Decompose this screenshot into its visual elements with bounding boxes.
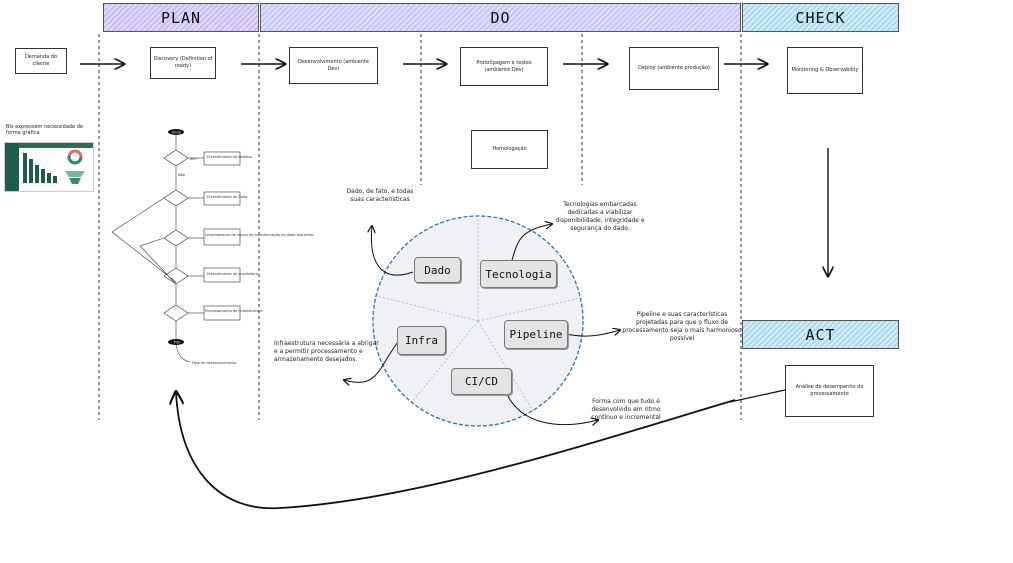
note-pipeline: Pipeline e suas características projetad… <box>622 311 742 342</box>
prototipagem-box[interactable]: Prototipagem e testes (ambiente Dev) <box>460 47 548 86</box>
act-connector <box>729 389 786 403</box>
note-tecnologia: Tecnologias embarcadas dedicadas a viabi… <box>555 201 645 232</box>
dashboard-chart-icon <box>5 143 93 191</box>
note-infra: Infraestrutura necessária a abrigar e a … <box>274 340 379 363</box>
feedback-arrow <box>176 392 736 510</box>
process-arrows <box>80 64 828 276</box>
note-cicd: Forma com que tudo é desenvolvido em rit… <box>591 398 661 421</box>
segment-tecnologia[interactable]: Tecnologia <box>480 260 557 288</box>
homologacao-box[interactable]: Homologação <box>471 130 548 169</box>
act-header: ACT <box>742 320 899 349</box>
note-dado: Dado, de fato, e todas suas característi… <box>346 188 414 203</box>
circle-dividers <box>376 216 581 412</box>
segment-dado[interactable]: Dado <box>414 257 461 283</box>
segment-infra[interactable]: Infra <box>397 326 446 355</box>
flow-end <box>168 339 184 345</box>
discovery-box[interactable]: Discovery (Definition of ready) <box>150 47 216 79</box>
bi-dashboard-thumbnail <box>4 142 94 192</box>
demanda-box[interactable]: Demanda do cliente <box>15 48 67 74</box>
do-header: DO <box>260 3 741 32</box>
desenvolvimento-box[interactable]: Desenvolvimento (ambiente Dev) <box>289 47 378 84</box>
note-connectors <box>344 224 620 425</box>
analise-box[interactable]: Análise de desempenho do processamento <box>785 365 874 417</box>
segment-pipeline[interactable]: Pipeline <box>504 320 568 349</box>
bi-note: BIs expressam necessidade de forma gráfi… <box>6 124 83 136</box>
segment-cicd[interactable]: CI/CD <box>451 368 512 395</box>
plan-header: PLAN <box>103 3 259 32</box>
lane-dividers <box>98 34 742 420</box>
deploy-box[interactable]: Deploy (ambiente produção) <box>629 47 719 90</box>
flow-step-boxes <box>203 151 241 321</box>
check-header: CHECK <box>742 3 899 32</box>
flow-start <box>168 129 184 135</box>
monitoring-box[interactable]: Monitoring & Observability <box>787 47 863 94</box>
plan-flowchart <box>111 132 204 363</box>
